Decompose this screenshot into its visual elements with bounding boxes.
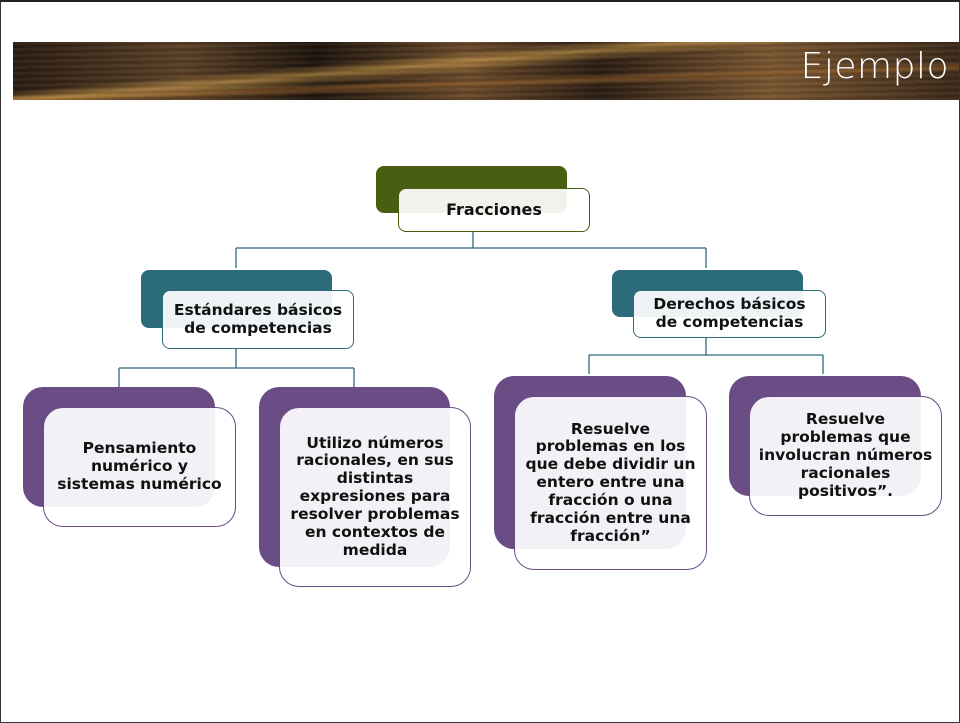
title-banner: Ejemplo bbox=[13, 42, 959, 100]
leaf-resuelve-dividir-label: Resuelve problemas en los que debe divid… bbox=[525, 419, 696, 545]
slide-title: Ejemplo bbox=[800, 46, 949, 87]
root-node-label: Fracciones bbox=[446, 199, 542, 219]
branch-estandares-node: Estándares básicos de competencias bbox=[162, 290, 354, 349]
branch-derechos-label: Derechos básicos de competencias bbox=[653, 295, 806, 331]
leaf-pensamiento-node: Pensamiento numérico y sistemas numérico bbox=[43, 407, 236, 527]
connector-branch1-leaves bbox=[118, 348, 355, 388]
connector-root-branches bbox=[235, 231, 707, 268]
root-node: Fracciones bbox=[398, 188, 590, 232]
leaf-resuelve-racionales-node: Resuelve problemas que involucran número… bbox=[749, 396, 942, 516]
leaf-resuelve-dividir-node: Resuelve problemas en los que debe divid… bbox=[514, 396, 707, 570]
branch-estandares-label: Estándares básicos de competencias bbox=[173, 300, 343, 337]
leaf-resuelve-racionales-label: Resuelve problemas que involucran número… bbox=[758, 410, 933, 500]
leaf-pensamiento-label: Pensamiento numérico y sistemas numérico bbox=[57, 439, 222, 493]
leaf-utilizo-label: Utilizo números racionales, en sus disti… bbox=[290, 433, 460, 559]
leaf-utilizo-node: Utilizo números racionales, en sus disti… bbox=[279, 407, 471, 587]
branch-derechos-node: Derechos básicos de competencias bbox=[633, 290, 826, 338]
connector-branch2-leaves bbox=[588, 338, 824, 374]
